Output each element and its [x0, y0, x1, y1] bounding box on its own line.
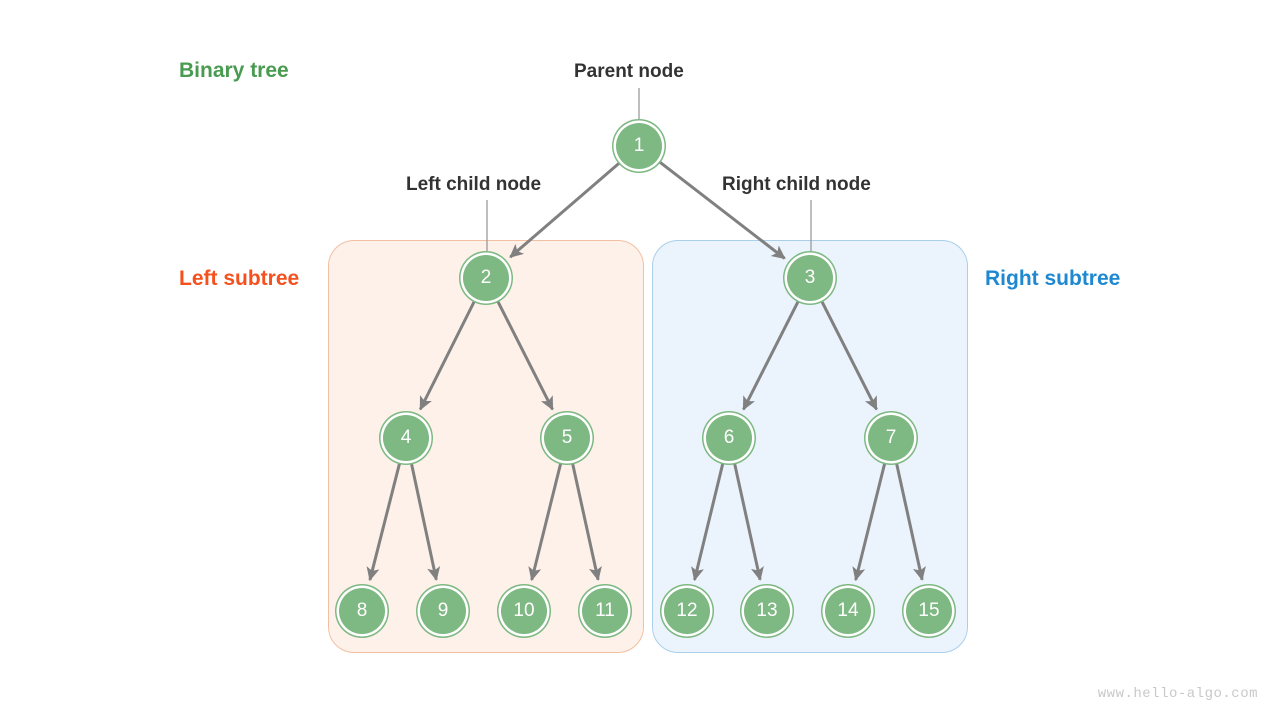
tree-node-value: 12 — [676, 600, 698, 621]
tree-edge — [418, 299, 477, 411]
tree-node-value: 3 — [804, 267, 816, 288]
left-subtree-label: Left subtree — [179, 267, 300, 290]
tree-node-9[interactable]: 9 — [420, 588, 466, 634]
right-child-node-label: Right child node — [722, 174, 871, 195]
tree-edge — [852, 461, 887, 582]
tree-node-8[interactable]: 8 — [339, 588, 385, 634]
tree-node-14[interactable]: 14 — [825, 588, 871, 634]
tree-node-1[interactable]: 1 — [616, 123, 662, 169]
tree-edge — [742, 299, 801, 411]
tree-node-value: 14 — [837, 600, 859, 621]
tree-edge — [366, 461, 402, 582]
tree-edge — [409, 462, 441, 581]
tree-node-value: 7 — [885, 427, 897, 448]
tree-edge — [657, 160, 786, 260]
tree-node-15[interactable]: 15 — [906, 588, 952, 634]
tree-node-7[interactable]: 7 — [868, 415, 914, 461]
tree-edge — [691, 461, 725, 582]
tree-node-value: 2 — [480, 267, 492, 288]
parent-node-label: Parent node — [574, 61, 684, 82]
tree-node-5[interactable]: 5 — [544, 415, 590, 461]
tree-node-3[interactable]: 3 — [787, 255, 833, 301]
left-child-node-label: Left child node — [406, 174, 542, 195]
tree-edge — [570, 462, 602, 581]
tree-node-value: 1 — [633, 135, 645, 156]
tree-node-value: 9 — [437, 600, 449, 621]
tree-node-11[interactable]: 11 — [582, 588, 628, 634]
tree-node-value: 11 — [595, 600, 615, 621]
tree-node-2[interactable]: 2 — [463, 255, 509, 301]
tree-node-value: 5 — [561, 427, 573, 448]
tree-edge — [894, 462, 926, 581]
tree-node-value: 13 — [756, 600, 778, 621]
right-subtree-label: Right subtree — [985, 267, 1121, 290]
tree-edge — [732, 462, 764, 581]
tree-node-value: 8 — [356, 600, 368, 621]
right-subtree-region — [652, 240, 968, 653]
tree-node-value: 4 — [400, 427, 412, 448]
page-title: Binary tree — [179, 59, 289, 82]
tree-node-value: 10 — [513, 600, 535, 621]
tree-node-value: 15 — [918, 600, 940, 621]
tree-node-6[interactable]: 6 — [706, 415, 752, 461]
left-subtree-region — [328, 240, 644, 653]
tree-node-13[interactable]: 13 — [744, 588, 790, 634]
tree-edge — [495, 299, 554, 411]
tree-edge — [528, 461, 563, 582]
tree-node-12[interactable]: 12 — [664, 588, 710, 634]
tree-node-4[interactable]: 4 — [383, 415, 429, 461]
tree-node-10[interactable]: 10 — [501, 588, 547, 634]
tree-node-value: 6 — [723, 427, 735, 448]
tree-edge — [509, 161, 622, 259]
tree-edge — [819, 299, 878, 411]
watermark: www.hello-algo.com — [1097, 686, 1258, 702]
